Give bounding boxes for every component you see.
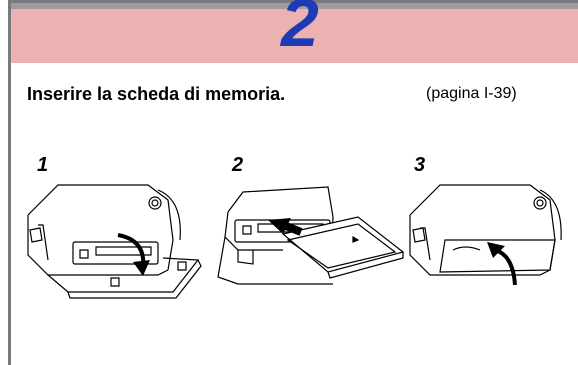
insert-card-illustration (213, 182, 408, 307)
close-cover-illustration (405, 180, 575, 305)
slot-cover-door (48, 258, 198, 292)
sub-step-number-3: 3 (414, 154, 426, 176)
dial-knob (534, 197, 546, 209)
instruction-heading: Inserire la scheda di memoria. (27, 84, 286, 104)
sub-step-number-1: 1 (37, 154, 49, 176)
step-header-band: 2 (11, 0, 578, 63)
card-slot-opening (73, 242, 158, 264)
dial-knob (149, 197, 161, 209)
sub-step-number-2: 2 (232, 154, 244, 176)
open-cover-illustration (18, 180, 208, 305)
curved-arrow (495, 250, 515, 285)
step-number: 2 (281, 0, 319, 61)
closed-slot-cover (440, 240, 555, 272)
page-reference: (pagina I-39) (426, 85, 517, 102)
